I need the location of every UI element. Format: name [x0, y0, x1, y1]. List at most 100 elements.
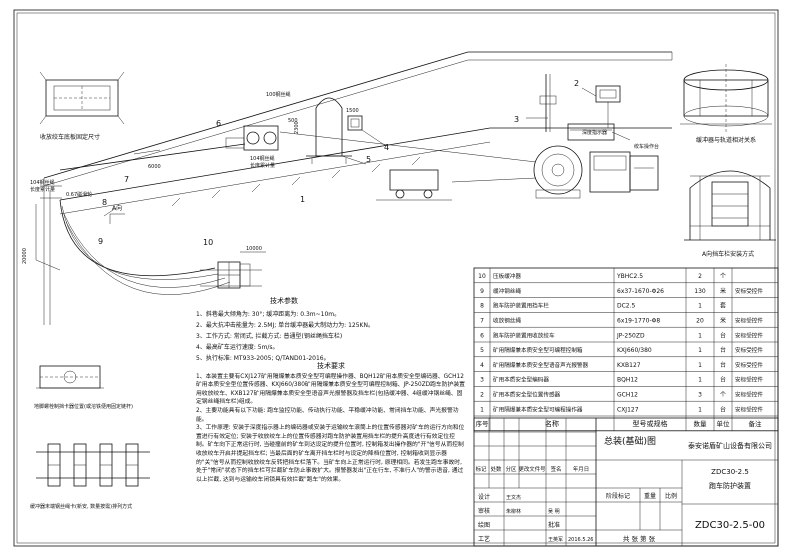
tech-param-line: 5、执行标准: MT933-2005; Q/TAND01-2016。: [196, 354, 330, 362]
buffer-track-label: 缓冲器与轨道相对关系: [696, 136, 756, 144]
bom-cell-note: 安标受控件: [735, 346, 763, 354]
bom-cell-no: 4: [480, 362, 484, 369]
bom-cell-note: 安标受控件: [735, 287, 763, 295]
bom-cell-unit: 台: [720, 361, 726, 369]
bom-cell-note: 安标受控件: [735, 316, 763, 324]
role-design: 设计: [478, 493, 490, 501]
role-stage: 阶段标记: [606, 492, 630, 500]
rope-length-upper: 长度累计量: [30, 186, 55, 193]
bom-cell-no: 6: [480, 332, 484, 339]
buffer-track-detail: [680, 64, 772, 132]
slope-rope-label: 100钢丝绳: [266, 91, 291, 98]
bom-cell-unit: 米: [720, 316, 726, 324]
part-number-8: 8: [102, 198, 107, 207]
bom-cell-qty: 130: [694, 288, 706, 295]
change-header: 标记: [476, 465, 487, 473]
bom-cell-no: 3: [480, 377, 484, 384]
bom-cell-qty: 20: [696, 317, 704, 324]
inner-frame: [16, 12, 776, 544]
rope-length-lower: 长度累计量: [250, 162, 275, 169]
bom-cell-qty: 3: [698, 391, 702, 398]
role-check: 审核: [478, 507, 490, 515]
dimension-6000: 6000: [148, 164, 161, 170]
bom-cell-qty: 1: [698, 332, 702, 339]
name-design: 王文杰: [506, 494, 521, 501]
part-number-5: 5: [366, 155, 371, 164]
hoist-area: [279, 74, 659, 199]
drawing-number: ZDC30-2.5-00: [695, 520, 765, 531]
change-header: 分区: [506, 465, 517, 473]
limit-switch-detail: [36, 365, 104, 389]
bom-cell-name: 压板缓冲器: [493, 272, 521, 280]
bom-cell-note: 安标受控件: [735, 361, 763, 369]
a-view-label: A向挡车栏安装方式: [702, 250, 754, 258]
winch-base-label: 收放绞车底板固定尺寸: [40, 133, 100, 141]
bom-cell-spec: KXJ660/380: [617, 347, 652, 354]
bom-cell-name: 缓冲钢丝绳: [493, 287, 521, 295]
role-scale: 比例: [665, 492, 677, 500]
part-number-7: 7: [124, 175, 129, 184]
dimension-2300: 2300: [294, 121, 300, 134]
bom-cell-qty: 1: [698, 406, 702, 413]
dimension-500: 500: [288, 118, 298, 124]
dimension-10000: 10000: [246, 246, 262, 252]
name-stamp: 吴 明: [548, 509, 560, 515]
bom-cell-name: 矿用本质安全型位置传感器: [493, 390, 561, 398]
bom-cell-spec: BQH12: [617, 377, 638, 384]
change-header: 年月日: [573, 465, 589, 473]
role-process: 工艺: [478, 535, 490, 543]
bom-cell-note: 安标受控件: [735, 390, 763, 398]
bom-cell-name: 收放钢丝绳: [493, 316, 521, 324]
bom-cell-spec: CXJ127: [617, 406, 639, 413]
bom-cell-no: 9: [480, 288, 484, 295]
bom-cell-no: 2: [480, 391, 484, 398]
name-approve: 王英军: [548, 536, 563, 543]
bom-header-spec: 型号或规格: [633, 419, 668, 428]
title-block: 总装(基础)图泰安诺盾矿山设备有限公司ZDC30-2.5跑车防护装置ZDC30-…: [473, 417, 779, 547]
bom-cell-unit: 个: [720, 391, 726, 398]
bom-cell-name: 矿用本质安全型编码器: [493, 376, 549, 384]
tech-note-paragraph: 3、工作原理: 安装于深度指示器上的编码器或安装于运输绞车滚筒上的位置传感器对矿…: [196, 425, 465, 483]
incline-view: [35, 51, 673, 325]
tech-param-line: 3、工作方式: 常闭式, 拦截方式: 普通型(钢丝绳挡车栏): [196, 332, 342, 340]
rope-label-lower: 104钢丝绳: [250, 155, 275, 162]
bom-header-no: 序号: [476, 419, 490, 428]
part-number-4: 4: [384, 143, 389, 152]
dimension-20000: 20000: [22, 248, 28, 264]
name-check: 朱柳林: [506, 508, 521, 515]
bom-header-note: 备注: [749, 419, 763, 428]
tech-note-paragraph: 1、本装置主要有CXJ127矿用隔爆兼本质安全型可编程操作器、BQH12矿用本质…: [196, 373, 465, 406]
spacing-label: 0.67磁滑轮: [66, 191, 92, 198]
sheet-count: 共 张 第 张: [623, 534, 656, 543]
bom-cell-qty: 1: [698, 362, 702, 369]
bom-cell-spec: 6x37-1670-Φ26: [617, 288, 664, 295]
bom-cell-unit: 台: [720, 376, 726, 384]
bom-header-unit: 单位: [717, 419, 731, 428]
bom-header-name: 名称: [545, 419, 559, 428]
part-number-1: 1: [300, 195, 305, 204]
bom-cell-qty: 1: [698, 377, 702, 384]
bom-frame: [473, 267, 779, 432]
bom-cell-note: 安标受控件: [735, 376, 763, 384]
tech-param-line: 2、最大抗冲击能量为: 2.5MJ; 单台缓冲器最大制动力为: 125KN。: [196, 321, 374, 329]
tech-params-title: 技术参数: [270, 296, 298, 305]
bom-cell-no: 10: [478, 273, 486, 280]
change-header: 处数: [491, 465, 502, 473]
part-number-9: 9: [98, 237, 103, 246]
bom-cell-name: 矿用隔爆兼本质安全型可编程控制箱: [493, 346, 583, 354]
rope-clamp-detail: [36, 443, 150, 487]
bom-cell-qty: 2: [698, 273, 702, 280]
a-direction-label: A向: [112, 204, 122, 212]
assembly-title: 总装(基础)图: [604, 435, 656, 447]
bom-header-qty: 数量: [694, 419, 708, 428]
bom-cell-name: 矿用隔爆兼本质安全型语音声光报警器: [493, 361, 589, 369]
role-weight: 重量: [644, 492, 656, 500]
tech-notes: 技术要求 1、本装置主要有CXJ127矿用隔爆兼本质安全型可编程操作器、BQH1…: [196, 362, 466, 528]
role-approve: 批准: [548, 521, 560, 529]
bom-cell-unit: 台: [720, 346, 726, 354]
rope-clamp-label: 缓冲器末端钢丝绳卡(新安, 数量按需)排列方式: [30, 503, 132, 510]
bom-cell-spec: DC2.5: [617, 303, 636, 310]
depth-indicator-label: 深度指示器: [582, 129, 607, 136]
